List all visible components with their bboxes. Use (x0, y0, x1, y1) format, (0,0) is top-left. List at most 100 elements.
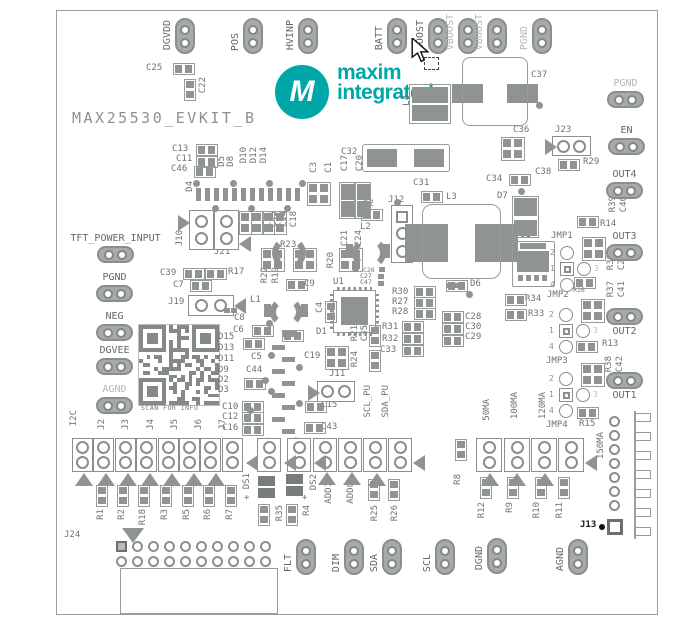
connector-j6[interactable] (179, 438, 200, 472)
test-point-agnd-pad[interactable] (568, 539, 588, 575)
connector-100ma[interactable] (504, 438, 530, 472)
jumper-pin-jmp3[interactable] (559, 404, 573, 418)
j13-pin[interactable] (609, 486, 620, 497)
connector-j7[interactable] (200, 438, 221, 472)
j24-pin[interactable] (212, 556, 223, 567)
jumper-pin-jmp2[interactable] (559, 340, 573, 354)
connector-j3[interactable] (115, 438, 136, 472)
test-point-dgnd-pad[interactable] (487, 538, 507, 574)
test-point-agnd-pad[interactable] (96, 397, 133, 414)
copper-pad (301, 304, 308, 317)
jumper-pin-jmp3[interactable] (576, 388, 590, 402)
j24-pin[interactable] (132, 541, 143, 552)
test-point-hvinp-pad[interactable] (298, 18, 318, 54)
pin1-square (563, 265, 571, 273)
j24-pin[interactable] (164, 541, 175, 552)
test-point-tft_power_input-pad[interactable] (97, 246, 134, 263)
connector-j10[interactable] (189, 210, 214, 250)
qr-module (180, 378, 185, 383)
ref-label-r12: R12 (477, 502, 487, 519)
j13-pin[interactable] (609, 444, 620, 455)
j13-pin[interactable] (609, 500, 620, 511)
j24-pin[interactable] (164, 556, 175, 567)
j13-pin[interactable] (609, 458, 620, 469)
connector-j19[interactable] (188, 295, 234, 316)
test-point-out1-pad[interactable] (606, 372, 643, 389)
test-point-dgvdd-pad[interactable] (175, 18, 195, 54)
ref-label-c42: C42 (615, 356, 625, 373)
ref-label--: + (244, 493, 250, 503)
j24-pin[interactable] (148, 541, 159, 552)
jumper-pin-jmp2[interactable] (559, 308, 573, 322)
connector-scl-pu[interactable] (363, 438, 387, 472)
ref-label-r28: R28 (392, 307, 409, 317)
connector-120ma[interactable] (531, 438, 557, 472)
connector-add0[interactable] (338, 438, 362, 472)
j24-pin[interactable] (244, 541, 255, 552)
connector-sda-pu[interactable] (388, 438, 412, 472)
connector-j11[interactable] (317, 381, 355, 402)
test-point-dim-pad[interactable] (344, 539, 364, 575)
test-point-scl-pad[interactable] (435, 539, 455, 575)
connector-jmp4[interactable] (558, 438, 584, 472)
jumper-pin1-jmp3[interactable] (559, 388, 573, 402)
jumper-pin-jmp1[interactable] (577, 262, 591, 276)
connector-j4[interactable] (136, 438, 157, 472)
j24-pin[interactable] (228, 556, 239, 567)
j24-pin[interactable] (212, 541, 223, 552)
connector-j21[interactable] (214, 210, 239, 250)
diode-ladder-pad (272, 417, 285, 422)
jumper-pin-jmp1[interactable] (560, 246, 574, 260)
j13-pin1[interactable] (607, 519, 623, 535)
jumper-pin1-jmp2[interactable] (559, 324, 573, 338)
j24-pin[interactable] (260, 556, 271, 567)
j13-pin[interactable] (609, 416, 620, 427)
j24-pin[interactable] (180, 541, 191, 552)
connector-50ma[interactable] (476, 438, 502, 472)
test-point-pgnd-pad[interactable] (96, 285, 133, 302)
test-point-pgnd-pad[interactable] (532, 18, 552, 54)
j24-pin[interactable] (196, 541, 207, 552)
j24-pin[interactable] (116, 556, 127, 567)
test-point-vboost-pad[interactable] (458, 18, 478, 54)
connector-j23[interactable] (552, 136, 591, 156)
test-point-out3-pad[interactable] (606, 244, 643, 261)
test-point-out4-pad[interactable] (606, 182, 643, 199)
jumper-pin-jmp3[interactable] (559, 372, 573, 386)
j13-pin[interactable] (609, 430, 620, 441)
smd-pad (583, 301, 591, 309)
ref-label-r14: R14 (600, 219, 617, 229)
jumper-pin1-jmp1[interactable] (560, 262, 574, 276)
test-point-boost-pad[interactable] (428, 18, 448, 54)
test-point-en-pad[interactable] (608, 138, 645, 155)
connector-i2c[interactable] (72, 438, 93, 472)
connector-j1[interactable] (257, 438, 281, 472)
test-point-sda-pad[interactable] (382, 539, 402, 575)
test-point-pos-pad[interactable] (243, 18, 263, 54)
pin1-dot (466, 291, 473, 298)
j24-pin[interactable] (196, 556, 207, 567)
test-point-batt-pad[interactable] (387, 18, 407, 54)
test-point-neg-pad[interactable] (96, 324, 133, 341)
jumper-pin-jmp2[interactable] (576, 324, 590, 338)
j24-pin[interactable] (260, 541, 271, 552)
test-point-out2-pad[interactable] (606, 308, 643, 325)
j24-pin[interactable] (228, 541, 239, 552)
connector-j2[interactable] (93, 438, 114, 472)
qr-module (173, 401, 178, 405)
connector-pin (97, 456, 110, 469)
j13-pin[interactable] (609, 472, 620, 483)
test-point-vboost-pad[interactable] (487, 18, 507, 54)
j24-pin[interactable] (180, 556, 191, 567)
test-point-pgnd-pad[interactable] (607, 91, 644, 108)
jumper-pin-jmp1[interactable] (560, 278, 574, 292)
qr-module (215, 382, 219, 386)
test-point-flt-pad[interactable] (296, 539, 316, 575)
j24-pin[interactable] (148, 556, 159, 567)
j24-pin[interactable] (116, 541, 127, 552)
test-point-dgvee-pad[interactable] (96, 358, 133, 375)
connector-j8[interactable] (222, 438, 243, 472)
j24-pin[interactable] (244, 556, 255, 567)
j24-pin[interactable] (132, 556, 143, 567)
connector-j5[interactable] (158, 438, 179, 472)
